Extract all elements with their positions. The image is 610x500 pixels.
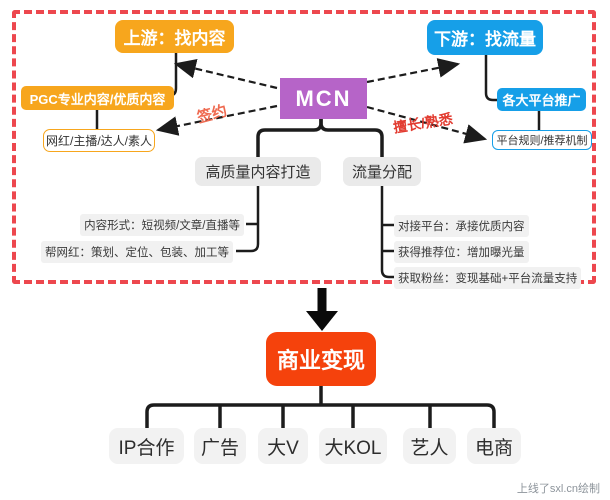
arrow-mcn-rules	[366, 105, 488, 144]
mcn-ecosystem-frame	[12, 10, 596, 284]
arrow-mcn-upstream	[173, 58, 278, 90]
channel-node-kol: 大KOL	[319, 428, 387, 464]
watermark: 上线了sxl.cn绘制	[516, 483, 600, 495]
arrow-mcn-downstream	[366, 58, 461, 84]
channel-node-ecommerce: 电商	[467, 428, 521, 464]
mcn-node: MCN	[280, 78, 367, 119]
traffic-distribution-node: 流量分配	[343, 157, 421, 186]
channel-node-artist: 艺人	[403, 428, 456, 464]
connector-downstream-promo	[484, 55, 497, 102]
traffic-item: 对接平台：承接优质内容	[394, 215, 529, 237]
content-item: 帮网红：策划、定位、包装、加工等	[41, 241, 233, 263]
content-item: 内容形式：短视频/文章/直播等	[80, 214, 244, 236]
connector-mcn-traffic	[319, 119, 384, 157]
channel-node-ip: IP合作	[109, 428, 184, 464]
platform-promo-node: 各大平台推广	[497, 88, 586, 111]
traffic-item: 获得推荐位：增加曝光量	[394, 241, 529, 263]
arrow-to-monetization-head	[306, 311, 338, 331]
channel-node-ads: 广告	[194, 428, 246, 464]
connector-channel-rail	[145, 403, 496, 428]
downstream-node: 下游：找流量	[427, 20, 543, 55]
pgc-content-node: PGC专业内容/优质内容	[21, 86, 174, 110]
monetization-node: 商业变现	[266, 332, 376, 386]
connector-mcn-content	[256, 119, 323, 157]
content-creation-node: 高质量内容打造	[195, 157, 321, 186]
traffic-item: 获取粉丝：变现基础+平台流量支持	[394, 267, 582, 289]
connector-content-items	[236, 186, 260, 253]
influencer-node: 网红/主播/达人/素人	[43, 129, 155, 152]
arrow-mcn-influencers	[155, 104, 278, 136]
channel-node-bigv: 大V	[258, 428, 308, 464]
platform-rules-node: 平台规则/推荐机制	[492, 130, 592, 150]
connector-traffic-items	[380, 186, 394, 279]
upstream-node: 上游：找内容	[115, 20, 234, 53]
